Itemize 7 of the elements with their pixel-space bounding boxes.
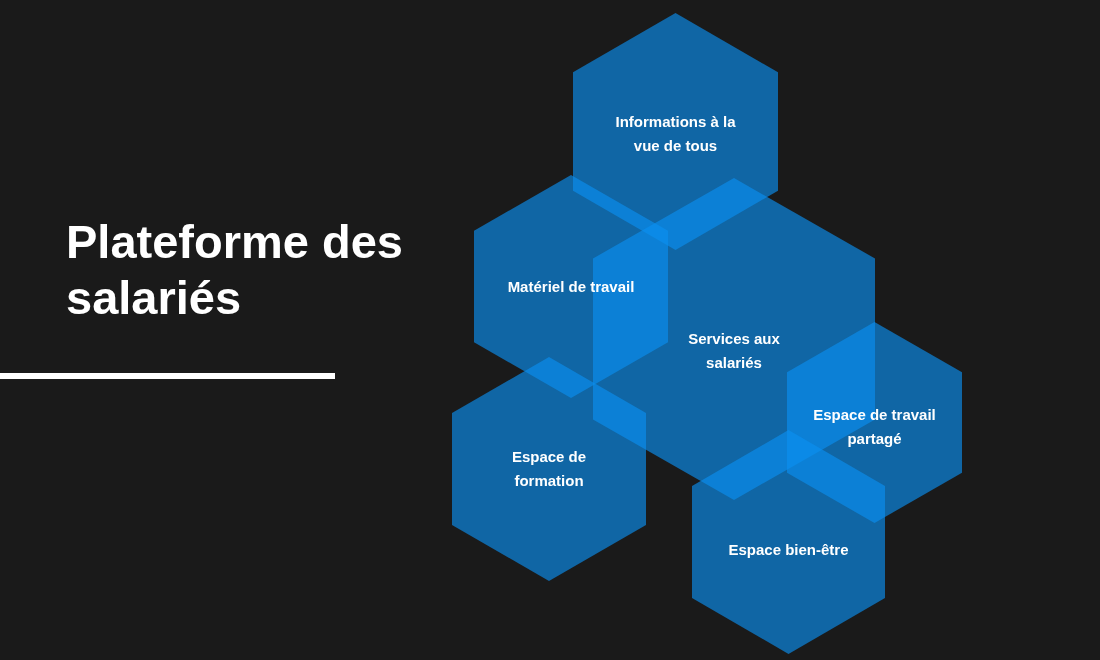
title: Plateforme des salariés [66,214,404,326]
hexagon-label: Matériel de travail [506,276,636,297]
hexagon-label: Services aux salariés [687,329,781,373]
hexagon-label: Informations à la vue de tous [614,111,737,156]
hexagon-label: Espace de formation [510,447,588,491]
hexagon-label: Espace bien-être [727,540,850,560]
hexagon-label: Espace de travail partagé [812,404,937,449]
